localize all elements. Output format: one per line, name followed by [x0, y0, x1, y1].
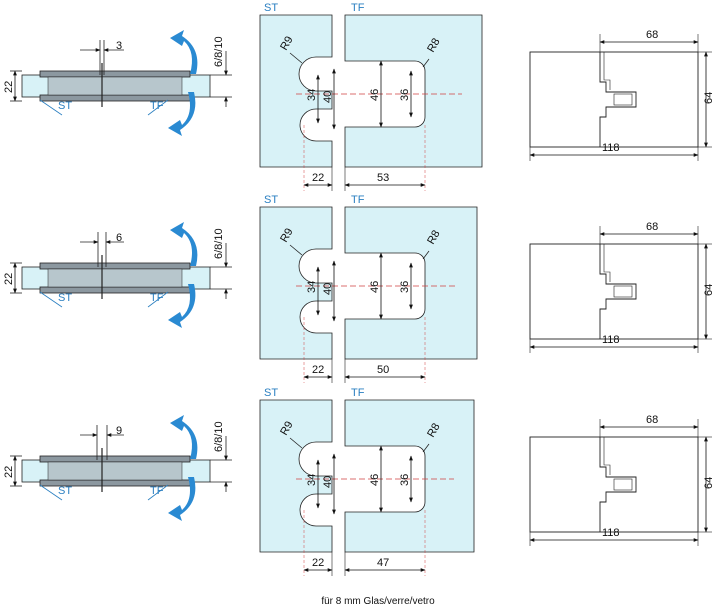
rotation-arrow-up-icon [170, 415, 198, 459]
tf-label: TF [150, 100, 164, 112]
dim-118-label: 118 [602, 142, 620, 154]
st-glass-cutout [259, 399, 333, 553]
dim-68-label: 68 [646, 414, 658, 426]
clamp-plate-top [39, 455, 191, 463]
st-label: ST [58, 100, 72, 112]
hinge-pin [613, 93, 633, 106]
dim-64-label: 64 [703, 284, 715, 296]
dim-64-label: 64 [703, 92, 715, 104]
dim-68-label: 68 [646, 29, 658, 41]
height-dim-label: 22 [3, 466, 15, 478]
tf-label: TF [150, 485, 164, 497]
st-label: ST [58, 485, 72, 497]
dim-64-label: 64 [703, 477, 715, 489]
dim-36-label: 36 [399, 89, 411, 101]
st-label: ST [58, 292, 72, 304]
dim-tf-width-label: 47 [377, 557, 389, 569]
dim-40-label: 40 [322, 476, 334, 488]
hinge-pin [613, 285, 633, 298]
dim-36-label: 36 [399, 474, 411, 486]
st-glass-cutout [259, 14, 333, 168]
tf-glass-cutout [344, 206, 478, 360]
dim-36-label: 36 [399, 281, 411, 293]
tf-panel-label: TF [351, 194, 365, 206]
hinge-body [47, 461, 183, 481]
hinge-body [47, 268, 183, 288]
clamp-plate-top [39, 70, 191, 78]
height-dim-label: 22 [3, 273, 15, 285]
dim-tf-width-label: 50 [377, 364, 389, 376]
st-glass-cutout [259, 206, 333, 360]
caption: für 8 mm Glas/verre/vetro [321, 596, 435, 607]
st-panel-label: ST [264, 2, 278, 14]
rotation-arrow-down-icon [168, 477, 196, 521]
thickness-dim-label: 6/8/10 [213, 228, 225, 259]
dim-46-label: 46 [369, 89, 381, 101]
tf-panel-label: TF [351, 387, 365, 399]
thickness-dim-label: 6/8/10 [213, 36, 225, 67]
hinge-outline-view: 68 64 118 [529, 221, 715, 353]
height-dim-label: 22 [3, 81, 15, 93]
dim-118-label: 118 [602, 334, 620, 346]
hinge-knuckle [599, 52, 637, 147]
gap-dim-label: 9 [116, 425, 122, 437]
dim-40-label: 40 [322, 283, 334, 295]
tf-label: TF [150, 292, 164, 304]
dim-34-label: 34 [306, 474, 318, 486]
rotation-arrow-up-icon [170, 30, 198, 74]
dim-40-label: 40 [322, 91, 334, 103]
dim-tf-width-label: 53 [377, 172, 389, 184]
st-panel-label: ST [264, 194, 278, 206]
clamp-plate-top [39, 262, 191, 270]
tf-glass-cutout [344, 14, 483, 168]
hinge-body [47, 76, 183, 96]
gap-dim-label: 3 [116, 40, 122, 52]
thickness-dim-label: 6/8/10 [213, 421, 225, 452]
hinge-outline-view: 68 64 118 [529, 29, 715, 161]
dim-118-label: 118 [602, 527, 620, 539]
hinge-pin [613, 478, 633, 491]
tf-glass-cutout [344, 399, 475, 553]
tf-panel-label: TF [351, 2, 365, 14]
st-panel-label: ST [264, 387, 278, 399]
dim-22-label: 22 [312, 364, 324, 376]
hinge-knuckle [599, 244, 637, 339]
dim-34-label: 34 [306, 89, 318, 101]
dim-46-label: 46 [369, 281, 381, 293]
rotation-arrow-up-icon [170, 222, 198, 266]
dim-22-label: 22 [312, 172, 324, 184]
hinge-outline-view: 68 64 118 [529, 414, 715, 546]
dim-46-label: 46 [369, 474, 381, 486]
dim-68-label: 68 [646, 221, 658, 233]
rotation-arrow-down-icon [168, 284, 196, 328]
gap-dim-label: 6 [116, 232, 122, 244]
rotation-arrow-down-icon [168, 92, 196, 136]
dim-34-label: 34 [306, 281, 318, 293]
dim-22-label: 22 [312, 557, 324, 569]
hinge-knuckle [599, 437, 637, 532]
